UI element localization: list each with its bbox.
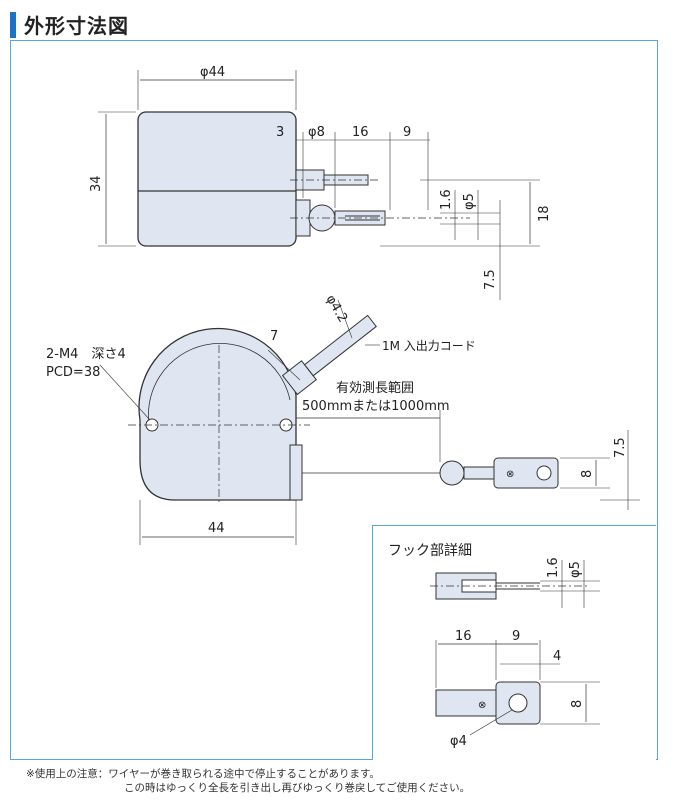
dim-label: 7.5	[483, 269, 498, 290]
dim-label: 16	[352, 125, 369, 140]
dim-label: 34	[89, 175, 104, 192]
dim-label: 7.5	[613, 437, 628, 458]
front-view: ⊗ φ4.2 7 1M 入出力コード 2-M4 深さ4 PCD=38 有効測長範…	[46, 293, 640, 545]
dim-label: φ5	[462, 193, 477, 210]
usage-note-line2: この時はゆっくり全長を引き出し再びゆっくり巻戻してご使用ください。	[124, 782, 471, 794]
front-housing-inner	[148, 343, 291, 431]
mount-label-1: 2-M4 深さ4	[46, 347, 126, 362]
dim-label: 16	[455, 629, 472, 644]
dim-label: 3	[276, 125, 284, 140]
dim-label: 1.6	[546, 557, 561, 578]
dim-label: φ5	[568, 561, 583, 578]
dim-label: 44	[208, 521, 225, 536]
drawing-frame	[10, 40, 658, 760]
front-cable	[303, 314, 377, 377]
detail-front-arm	[435, 689, 507, 717]
top-view: φ44 34 3 φ8 16 9 1.6 φ5 18 7.5	[89, 65, 552, 300]
dim-label: 8	[570, 700, 585, 708]
dim-label: 8	[580, 470, 595, 478]
dim-label: 18	[537, 205, 552, 222]
title-accent-bar	[10, 12, 16, 38]
leader-line	[99, 364, 151, 421]
dim-label: 7	[270, 329, 278, 344]
usage-note-line1: ※使用上の注意：ワイヤーが巻き取られる途中で停止することがあります。	[26, 768, 380, 780]
cable-label: 1M 入出力コード	[382, 339, 476, 353]
detail-title: フック部詳細	[388, 543, 472, 559]
dim-line	[267, 349, 301, 381]
front-hook-plate	[493, 457, 559, 489]
dim-label: 9	[403, 125, 411, 140]
detail-front-mark: ⊗	[478, 700, 486, 711]
front-hook-hole	[536, 465, 552, 481]
hook-detail-box	[372, 525, 656, 760]
dim-label: 4	[553, 649, 561, 664]
page-title: 外形寸法図	[24, 14, 129, 38]
dim-label: 1.6	[439, 189, 454, 210]
front-hook-mark: ⊗	[506, 469, 514, 480]
front-housing	[138, 327, 297, 501]
dim-label: φ8	[308, 125, 325, 140]
leader-line	[337, 299, 353, 339]
leader-line	[469, 709, 513, 736]
dim-label: 9	[512, 629, 520, 644]
range-label-1: 有効測長範囲	[336, 381, 414, 396]
dim-label: φ4	[450, 734, 467, 749]
range-label-2: 500mmまたは1000mm	[302, 399, 450, 414]
mount-label-2: PCD=38	[46, 365, 100, 380]
dim-label: φ44	[200, 65, 225, 80]
detail-front-hole	[508, 693, 528, 713]
